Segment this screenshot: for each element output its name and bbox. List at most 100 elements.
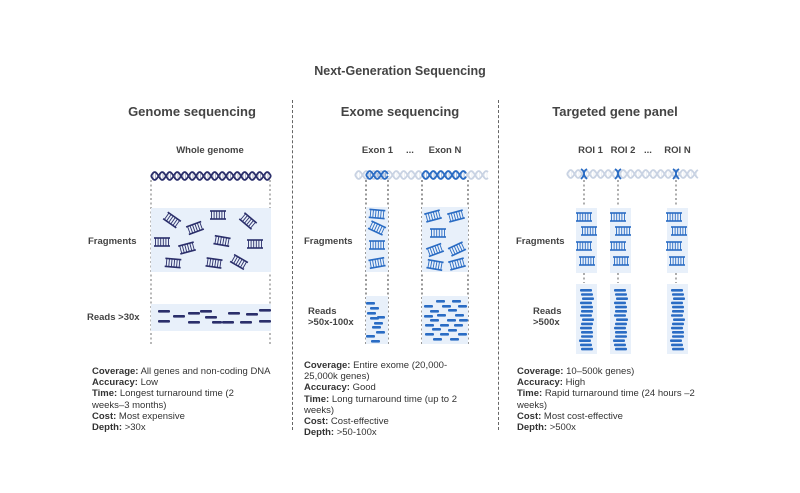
fragment-rung <box>173 259 176 268</box>
sequence-read <box>259 309 271 312</box>
sequence-read <box>580 301 592 305</box>
fragment-rung <box>239 260 245 268</box>
helix-strand <box>150 171 272 181</box>
sequence-read <box>672 293 684 296</box>
fragment-rung <box>186 243 190 252</box>
sequence-read <box>672 310 684 313</box>
fragment-strand <box>371 220 387 229</box>
exome-info: Coverage: Entire exome (20,000-25,000k g… <box>304 360 479 438</box>
fragment-strand <box>450 265 466 271</box>
panel-fragments-label: Fragments <box>516 236 565 247</box>
sequence-read <box>158 310 170 313</box>
fragment-strand <box>238 218 253 230</box>
fragment-rung <box>434 245 439 254</box>
sequence-read <box>371 340 380 343</box>
sequence-read <box>372 326 381 329</box>
genome-info: Coverage: All genes and non-coding DNA A… <box>92 366 282 433</box>
helix-strand <box>566 169 699 179</box>
fragment-strand <box>369 264 386 270</box>
dna-fragment-icon <box>425 242 445 258</box>
fragment-rung <box>233 256 239 264</box>
fragment-rung <box>456 259 460 268</box>
fragment-strand <box>243 212 258 224</box>
region-label-whole-genome: Whole genome <box>176 145 244 156</box>
fragment-strand <box>233 253 249 264</box>
fragment-strand <box>427 258 444 264</box>
fragment-rung <box>371 222 376 231</box>
sequence-read <box>366 335 375 338</box>
sequence-read <box>212 321 222 324</box>
fragment-rung <box>369 209 372 218</box>
sequence-read <box>614 343 626 347</box>
info-time: Time: Long turnaround time (up to 2 week… <box>304 393 457 416</box>
genome-reads-label: Reads >30x <box>87 312 140 323</box>
sequence-read <box>367 312 376 315</box>
fragment-rung <box>373 223 378 232</box>
fragment-strand <box>428 250 445 258</box>
fragment-rung <box>430 212 434 221</box>
fragment-rung <box>437 261 440 270</box>
fragment-rung <box>174 220 180 228</box>
fragment-rung <box>378 225 383 234</box>
fragment-rung <box>168 215 174 223</box>
info-depth: Depth: >30x <box>92 422 146 434</box>
fragment-rung <box>427 259 430 268</box>
sequence-read <box>425 324 434 327</box>
helix-strand <box>566 169 699 179</box>
roi-1-helix-highlight <box>580 168 588 180</box>
dna-fragment-icon <box>576 241 592 251</box>
fragment-rung <box>427 213 431 221</box>
fragment-rung <box>432 260 435 269</box>
dna-fragment-icon <box>369 240 385 250</box>
fragment-rung <box>250 221 256 229</box>
info-coverage: Coverage: Entire exome (20,000-25,000k g… <box>304 360 448 383</box>
panel-info: Coverage: 10–500k genes) Accuracy: High … <box>517 366 707 433</box>
sequence-read <box>433 338 442 341</box>
sequence-read <box>158 320 170 323</box>
sequence-read <box>673 318 685 321</box>
sequence-read <box>454 324 463 327</box>
sequence-read <box>447 319 456 322</box>
sequence-read <box>452 300 461 303</box>
fragment-rung <box>380 226 385 235</box>
sequence-read <box>614 314 626 317</box>
fragment-rung <box>430 260 433 269</box>
fragment-strand <box>426 266 443 272</box>
fragment-rung <box>189 243 193 251</box>
sequence-read <box>671 314 683 317</box>
fragment-rung <box>246 218 252 226</box>
fragment-strand <box>205 265 222 269</box>
dna-fragment-icon <box>426 258 444 272</box>
sequence-read <box>615 347 627 351</box>
fragment-strand <box>447 209 463 215</box>
dna-fragment-icon <box>210 210 226 220</box>
sequence-read <box>582 297 594 300</box>
fragment-rung <box>369 260 372 269</box>
sequence-read <box>582 318 594 321</box>
fragment-rung <box>376 224 381 233</box>
fragment-rung <box>458 211 462 219</box>
sequence-read <box>581 322 593 326</box>
sequence-read <box>430 319 439 322</box>
sequence-read <box>240 321 252 324</box>
fragment-rung <box>172 218 178 226</box>
fragment-rung <box>453 212 457 221</box>
sequence-read <box>581 310 593 313</box>
fragment-rung <box>211 258 214 267</box>
fragment-rung <box>372 259 375 268</box>
fragment-strand <box>368 256 385 262</box>
fragment-rung <box>176 259 178 268</box>
fragment-rung <box>224 237 227 246</box>
fragment-rung <box>454 260 458 269</box>
fragment-rung <box>458 243 463 252</box>
fragment-rung <box>453 245 458 254</box>
sequence-read <box>459 319 468 322</box>
fragment-strand <box>448 257 464 263</box>
fragment-rung <box>244 216 250 224</box>
fragment-rung <box>196 222 201 231</box>
region-label-roi-2: ROI 2 <box>610 145 636 156</box>
fragment-rung <box>248 220 254 227</box>
sequence-read <box>671 343 683 347</box>
sequence-read <box>670 339 682 342</box>
fragment-rung <box>437 210 441 219</box>
